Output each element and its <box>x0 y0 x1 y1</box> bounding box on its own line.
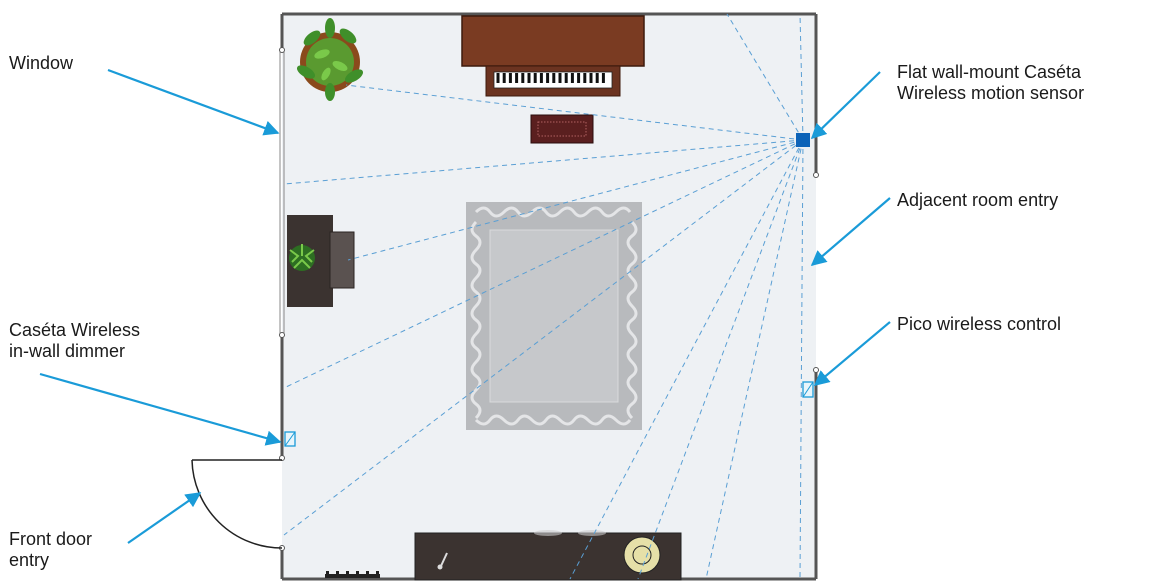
motion-sensor-arrow <box>810 71 881 140</box>
dimmer-icon <box>284 431 296 447</box>
sensor-ray <box>799 13 804 141</box>
sensor-ray <box>799 139 804 580</box>
potted-plant <box>296 18 364 101</box>
front-door-label-line1: Front door <box>9 529 93 549</box>
lamp-icon <box>623 536 661 574</box>
sensor-ray <box>726 13 804 141</box>
dimmer-arrow <box>39 372 282 446</box>
pico-control-icon <box>802 381 814 398</box>
adjacent-room-arrow <box>810 197 891 267</box>
adjacent-room-label: Adjacent room entry <box>897 190 1059 210</box>
window-arrow <box>107 68 280 136</box>
floor-vent <box>325 571 380 578</box>
motion-sensor-icon <box>796 133 810 147</box>
pico-label: Pico wireless control <box>897 314 1062 334</box>
motion-sensor-label-line1: Flat wall-mount Caséta <box>897 62 1082 82</box>
sensor-ray <box>637 139 804 580</box>
dimmer-label-line1: Caséta Wireless <box>9 320 141 340</box>
sensor-ray <box>569 139 804 580</box>
front-door-label: Front door entry <box>9 529 92 571</box>
front-door-arrow <box>127 492 202 544</box>
sensor-ray <box>283 139 804 185</box>
window <box>279 50 285 335</box>
motion-sensor-label: Flat wall-mount Caséta Wireless motion s… <box>897 62 1084 104</box>
piano <box>461 15 645 97</box>
annotation-arrows <box>39 68 891 544</box>
sensor-ray <box>347 139 804 261</box>
piano-bench <box>530 114 594 144</box>
area-rug <box>466 202 642 430</box>
motion-sensor-coverage <box>283 13 804 580</box>
console-ornament <box>437 552 448 570</box>
dimmer-label-line2: in-wall dimmer <box>9 341 126 361</box>
front-door-label-line2: entry <box>9 550 50 570</box>
pico-arrow <box>813 321 891 386</box>
sensor-ray <box>345 84 804 141</box>
sensor-ray <box>705 139 804 580</box>
front-door <box>191 459 283 549</box>
desk-plant <box>289 244 315 271</box>
dimmer-label: Caséta Wireless in-wall dimmer <box>9 320 140 362</box>
sensor-ray <box>283 139 804 389</box>
window-label: Window <box>9 53 74 73</box>
sensor-ray <box>283 139 804 536</box>
motion-sensor-label-line2: Wireless motion sensor <box>897 83 1085 103</box>
